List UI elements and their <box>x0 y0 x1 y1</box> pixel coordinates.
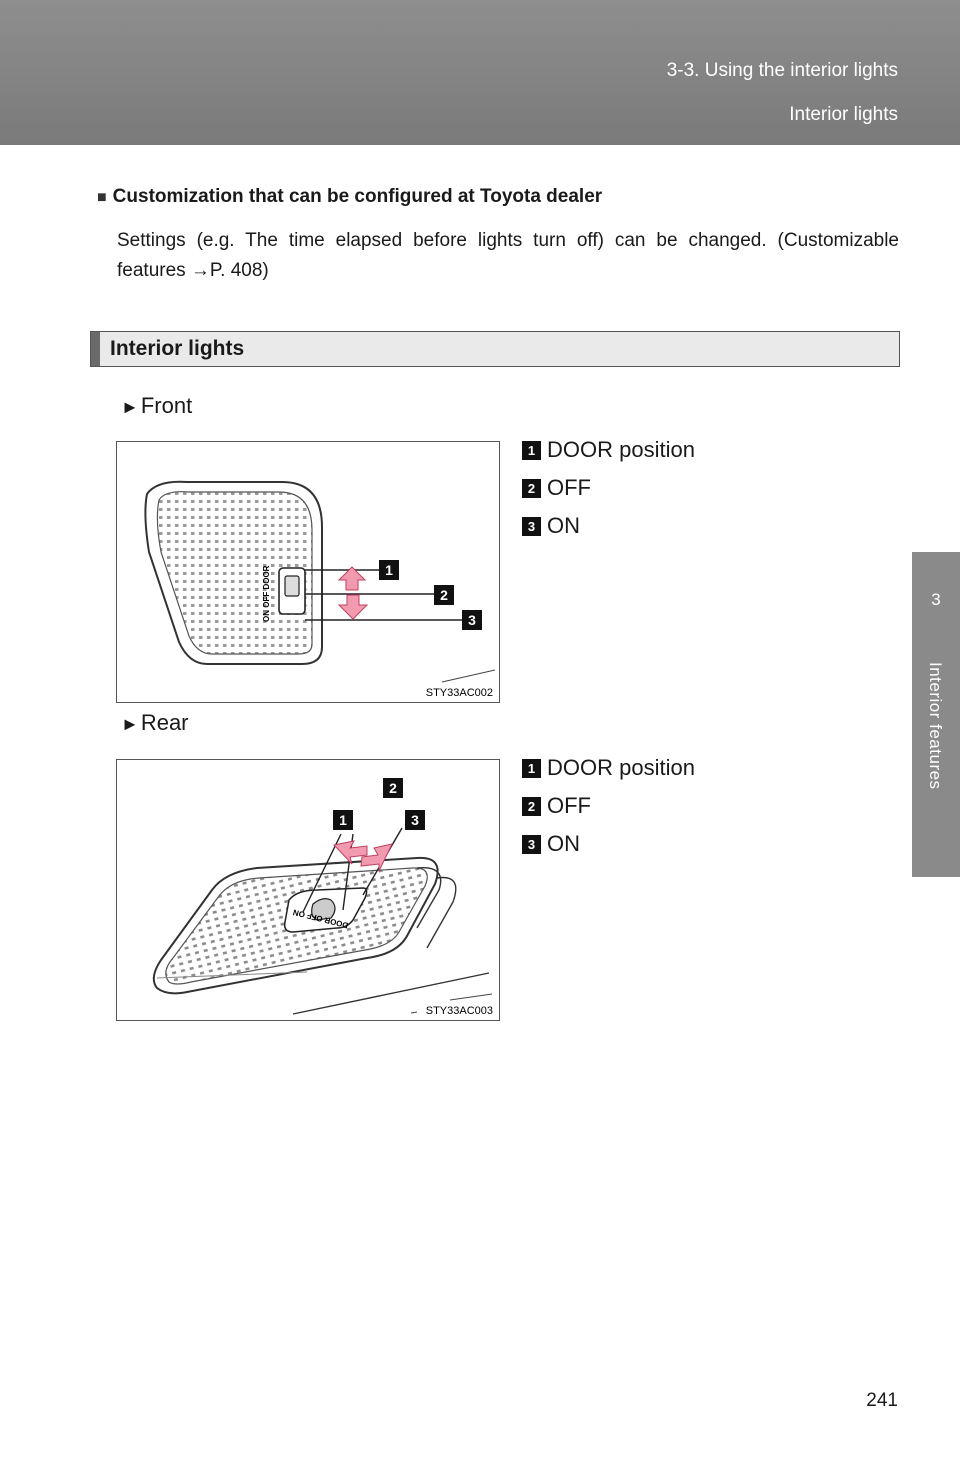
number-badge: 3 <box>522 516 541 536</box>
legend-item: 3 ON <box>522 507 695 545</box>
legend-text: DOOR position <box>547 437 695 462</box>
rear-light-illustration: DOOR OFF ON 2 1 3 STY33AC003 <box>152 778 493 1017</box>
heading-accent <box>91 332 100 366</box>
number-badge: 3 <box>522 834 541 854</box>
front-callout-1: 1 <box>385 562 393 578</box>
chapter-label: Interior features <box>926 662 945 790</box>
triangle-bullet-icon: ► <box>121 714 139 734</box>
front-subheading: ►Front <box>121 393 192 419</box>
legend-item: 1 DOOR position <box>522 431 695 469</box>
front-switch-labels: ON OFF DOOR <box>262 565 271 622</box>
customization-text: Settings (e.g. The time elapsed before l… <box>117 230 899 281</box>
rear-legend: 1 DOOR position 2 OFF 3 ON <box>522 749 695 863</box>
number-badge: 1 <box>522 440 541 460</box>
legend-text: ON <box>547 513 580 538</box>
section-title: Interior lights <box>110 337 245 360</box>
rear-figure-code: STY33AC003 <box>426 1005 493 1017</box>
rear-callout-1: 1 <box>339 812 347 828</box>
legend-item: 3 ON <box>522 825 695 863</box>
rear-label: Rear <box>140 710 189 735</box>
section-heading-bar: Interior lights <box>90 331 900 367</box>
chapter-title: 3-3. Using the interior lights <box>666 60 898 81</box>
front-callout-3: 3 <box>468 612 476 628</box>
legend-text: OFF <box>547 475 591 500</box>
chapter-side-tab: 3 Interior features <box>912 552 960 877</box>
front-light-figure: ON OFF DOOR 1 2 3 STY33AC002 <box>116 441 500 703</box>
legend-text: ON <box>547 831 580 856</box>
page-number: 241 <box>866 1390 898 1411</box>
rear-subheading: ►Rear <box>121 710 189 736</box>
triangle-bullet-icon: ► <box>121 397 139 417</box>
customization-title: Customization that can be configured at … <box>112 186 603 207</box>
chapter-number: 3 <box>931 590 941 609</box>
page-header: 3-3. Using the interior lights Interior … <box>0 0 960 145</box>
rear-callout-3: 3 <box>411 812 419 828</box>
front-light-illustration: ON OFF DOOR 1 2 3 STY33AC002 <box>144 480 496 699</box>
legend-text: DOOR position <box>547 755 695 780</box>
front-label: Front <box>140 393 193 418</box>
legend-item: 1 DOOR position <box>522 749 695 787</box>
section-header: Interior lights <box>789 104 898 125</box>
rear-light-figure: DOOR OFF ON 2 1 3 STY33AC003 <box>116 759 500 1021</box>
number-badge: 2 <box>522 478 541 498</box>
rear-callout-2: 2 <box>389 780 397 796</box>
square-bullet-icon: ■ <box>97 189 107 206</box>
number-badge: 2 <box>522 796 541 816</box>
legend-text: OFF <box>547 793 591 818</box>
front-legend: 1 DOOR position 2 OFF 3 ON <box>522 431 695 545</box>
number-badge: 1 <box>522 758 541 778</box>
front-figure-code: STY33AC002 <box>426 687 493 699</box>
legend-item: 2 OFF <box>522 787 695 825</box>
customization-heading: ■ Customization that can be configured at… <box>97 186 602 208</box>
legend-item: 2 OFF <box>522 469 695 507</box>
front-callout-2: 2 <box>440 587 448 603</box>
